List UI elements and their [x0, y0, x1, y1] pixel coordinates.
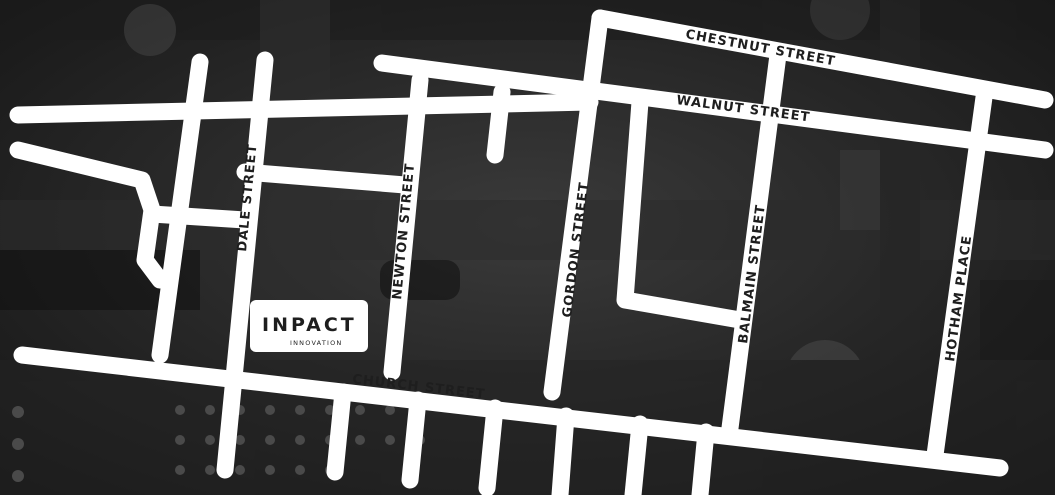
south-stub-1 [326, 383, 352, 481]
hotham-place-road [926, 81, 994, 464]
chestnut-street-road [591, 9, 1054, 109]
stub-road [486, 83, 511, 164]
inner-loop-road [616, 93, 749, 329]
connector-road-west [143, 205, 254, 229]
background-rivets [12, 405, 425, 482]
balmain-street-road [721, 46, 787, 437]
south-stub-6 [691, 423, 715, 495]
south-stub-2 [401, 391, 427, 489]
gordon-street-road [543, 9, 609, 401]
newton-street-road [383, 71, 429, 381]
dale-street-road [216, 51, 274, 479]
inpact-logo: INPACT INNOVATION [250, 300, 368, 352]
church-street-road [13, 346, 1009, 477]
south-stub-3 [478, 399, 504, 495]
logo-background [250, 300, 368, 352]
roads [9, 9, 1054, 495]
connector-road-dale-newton [236, 163, 414, 194]
walnut-street-road [373, 54, 1054, 159]
logo-name: INPACT [262, 314, 357, 336]
south-stub-4 [551, 407, 575, 495]
south-stub-5 [624, 415, 649, 495]
west-vertical-road [151, 53, 209, 364]
logo-tagline: INNOVATION [290, 339, 342, 347]
